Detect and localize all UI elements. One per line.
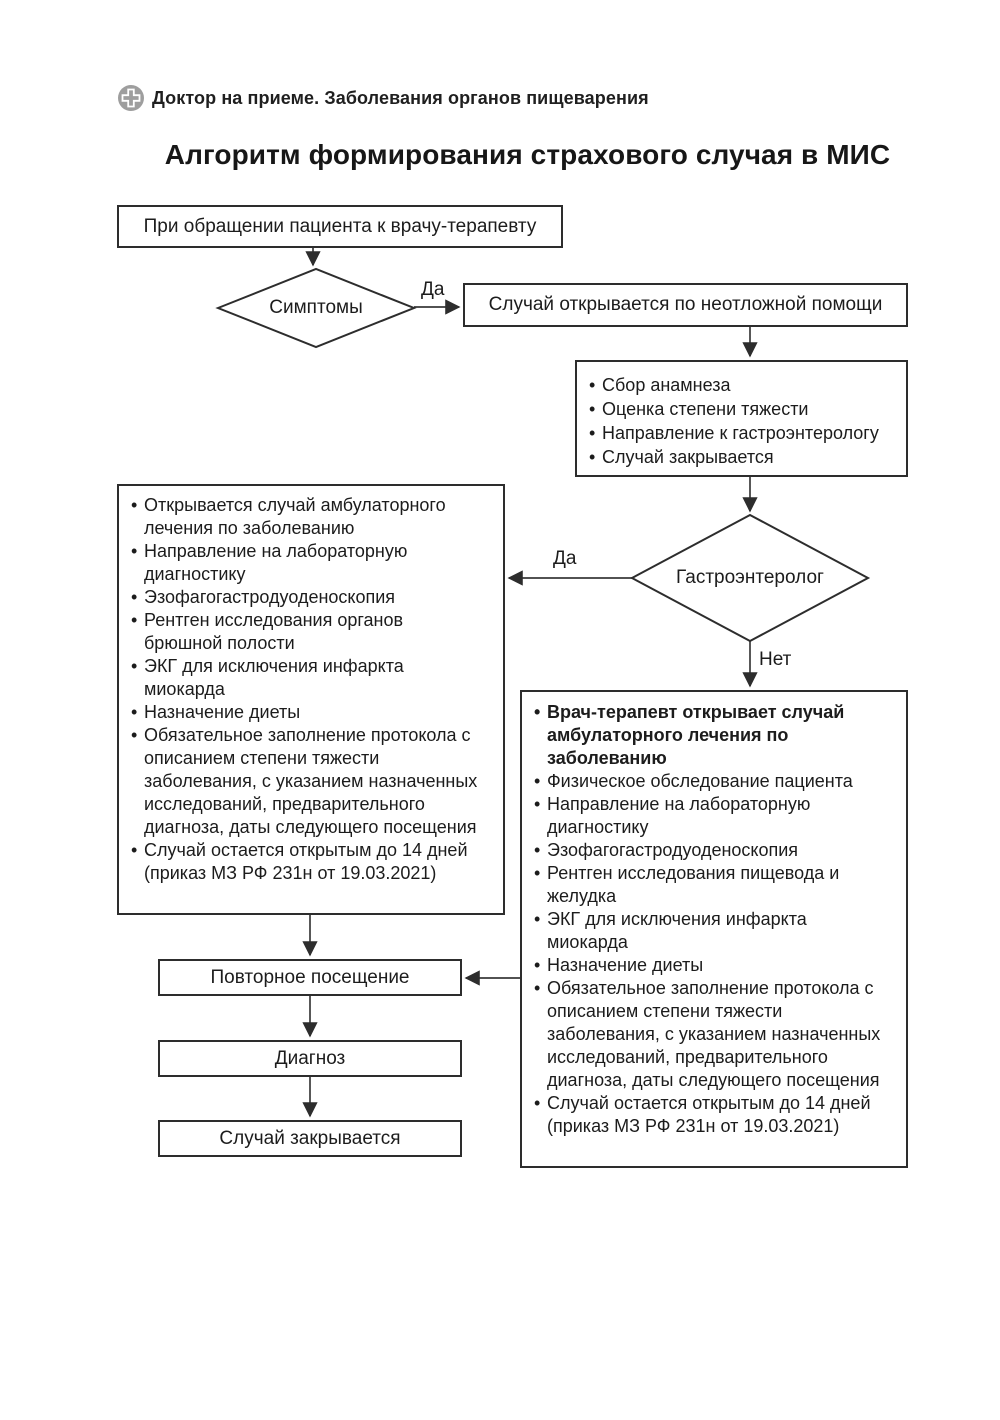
edge-label-yes-symptoms: Да: [421, 279, 445, 300]
list-item: Рентген исследования пищевода и желудка: [533, 862, 882, 908]
gastro-diamond-label: Гастроэнтеролог: [676, 567, 824, 588]
list-item: Эзофагогастродуоденоскопия: [533, 839, 882, 862]
list-item: Оценка степени тяжести: [588, 397, 898, 421]
edge-label-yes-gastro: Да: [553, 548, 577, 569]
list-item: Направление к гастроэнтерологу: [588, 421, 898, 445]
case-closed-box: Случай закрывается: [158, 1120, 462, 1157]
list-item: Рентген исследования органов брюшной пол…: [130, 609, 479, 655]
page-brand: Доктор на приеме. Заболевания органов пи…: [152, 88, 649, 108]
edge-label-no-gastro: Нет: [759, 649, 792, 670]
list-item: Врач-терапевт открывает случай амбулатор…: [533, 701, 882, 770]
gastro-diamond-shape: [629, 513, 871, 643]
triage-steps-box: Сбор анамнеза Оценка степени тяжести Нап…: [575, 360, 908, 477]
list-item: Случай остается открытым до 14 дней (при…: [130, 839, 479, 885]
symptoms-diamond-shape: [215, 267, 417, 349]
list-item: Сбор анамнеза: [588, 373, 898, 397]
list-item: Направление на лабораторную диагностику: [130, 540, 479, 586]
list-item: Назначение диеты: [533, 954, 882, 977]
list-item: Случай остается открытым до 14 дней (при…: [533, 1092, 882, 1138]
list-item: Физическое обследование пациента: [533, 770, 882, 793]
diagnosis-box: Диагноз: [158, 1040, 462, 1077]
list-item: Обязательное заполнение протокола с опис…: [130, 724, 479, 839]
gastro-no-steps-box: Врач-терапевт открывает случай амбулатор…: [520, 690, 908, 1168]
list-item: Назначение диеты: [130, 701, 479, 724]
list-item: Эзофагогастродуоденоскопия: [130, 586, 479, 609]
list-item: Направление на лабораторную диагностику: [533, 793, 882, 839]
medical-cross-icon: [117, 84, 145, 112]
list-item: Открывается случай амбулаторного лечения…: [130, 494, 479, 540]
gastro-yes-steps-box: Открывается случай амбулаторного лечения…: [117, 484, 505, 915]
repeat-visit-box: Повторное посещение: [158, 959, 462, 996]
page-title: Алгоритм формирования страхового случая …: [164, 139, 891, 170]
emergency-case-box: Случай открывается по неотложной помощи: [463, 283, 908, 327]
list-item: Случай закрывается: [588, 445, 898, 469]
list-item: ЭКГ для исключения инфаркта миокарда: [533, 908, 882, 954]
start-box: При обращении пациента к врачу-терапевту: [117, 205, 563, 248]
list-item: Обязательное заполнение протокола с опис…: [533, 977, 882, 1092]
list-item: ЭКГ для исключения инфаркта миокарда: [130, 655, 479, 701]
symptoms-diamond-label: Симптомы: [269, 297, 363, 318]
